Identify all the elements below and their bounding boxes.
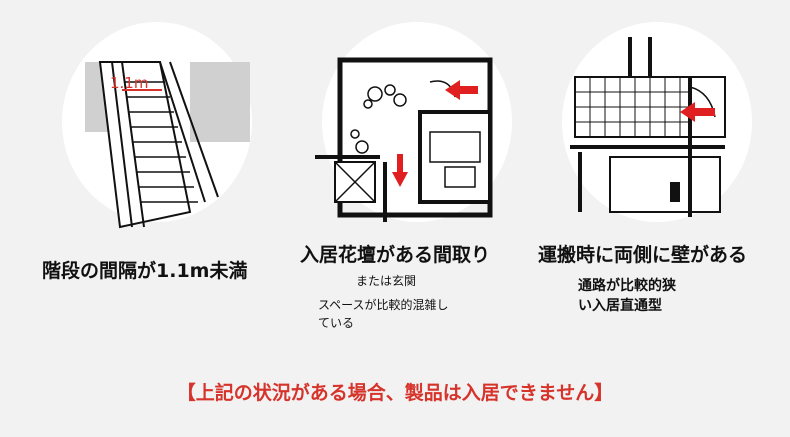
corridor-illustration: [570, 37, 726, 217]
panel-floorplan: [300, 22, 530, 242]
panel1-title: 階段の間隔が1.1m未満: [42, 260, 248, 282]
notice-footer: 【上記の状況がある場合、製品は入居できません】: [176, 382, 614, 404]
panel-stairs: 1.1m: [40, 22, 270, 242]
panel2-subtitle: または玄関: [356, 274, 417, 288]
width-label: 1.1m: [110, 74, 149, 92]
floorplan-illustration: [315, 57, 493, 222]
panel3-title: 運搬時に両側に壁がある: [538, 244, 748, 266]
panel-corridor: [540, 22, 770, 242]
panel2-note-line2: ている: [318, 316, 355, 330]
panel3-note-line2: い入居直通型: [578, 298, 662, 314]
stairs-illustration: [85, 61, 250, 229]
panel2-note-line1: スペースが比較的混雑し: [318, 298, 449, 312]
panel2-title: 入居花壇がある間取り: [300, 244, 491, 266]
panel3-note-line1: 通路が比較的狭: [578, 278, 676, 294]
